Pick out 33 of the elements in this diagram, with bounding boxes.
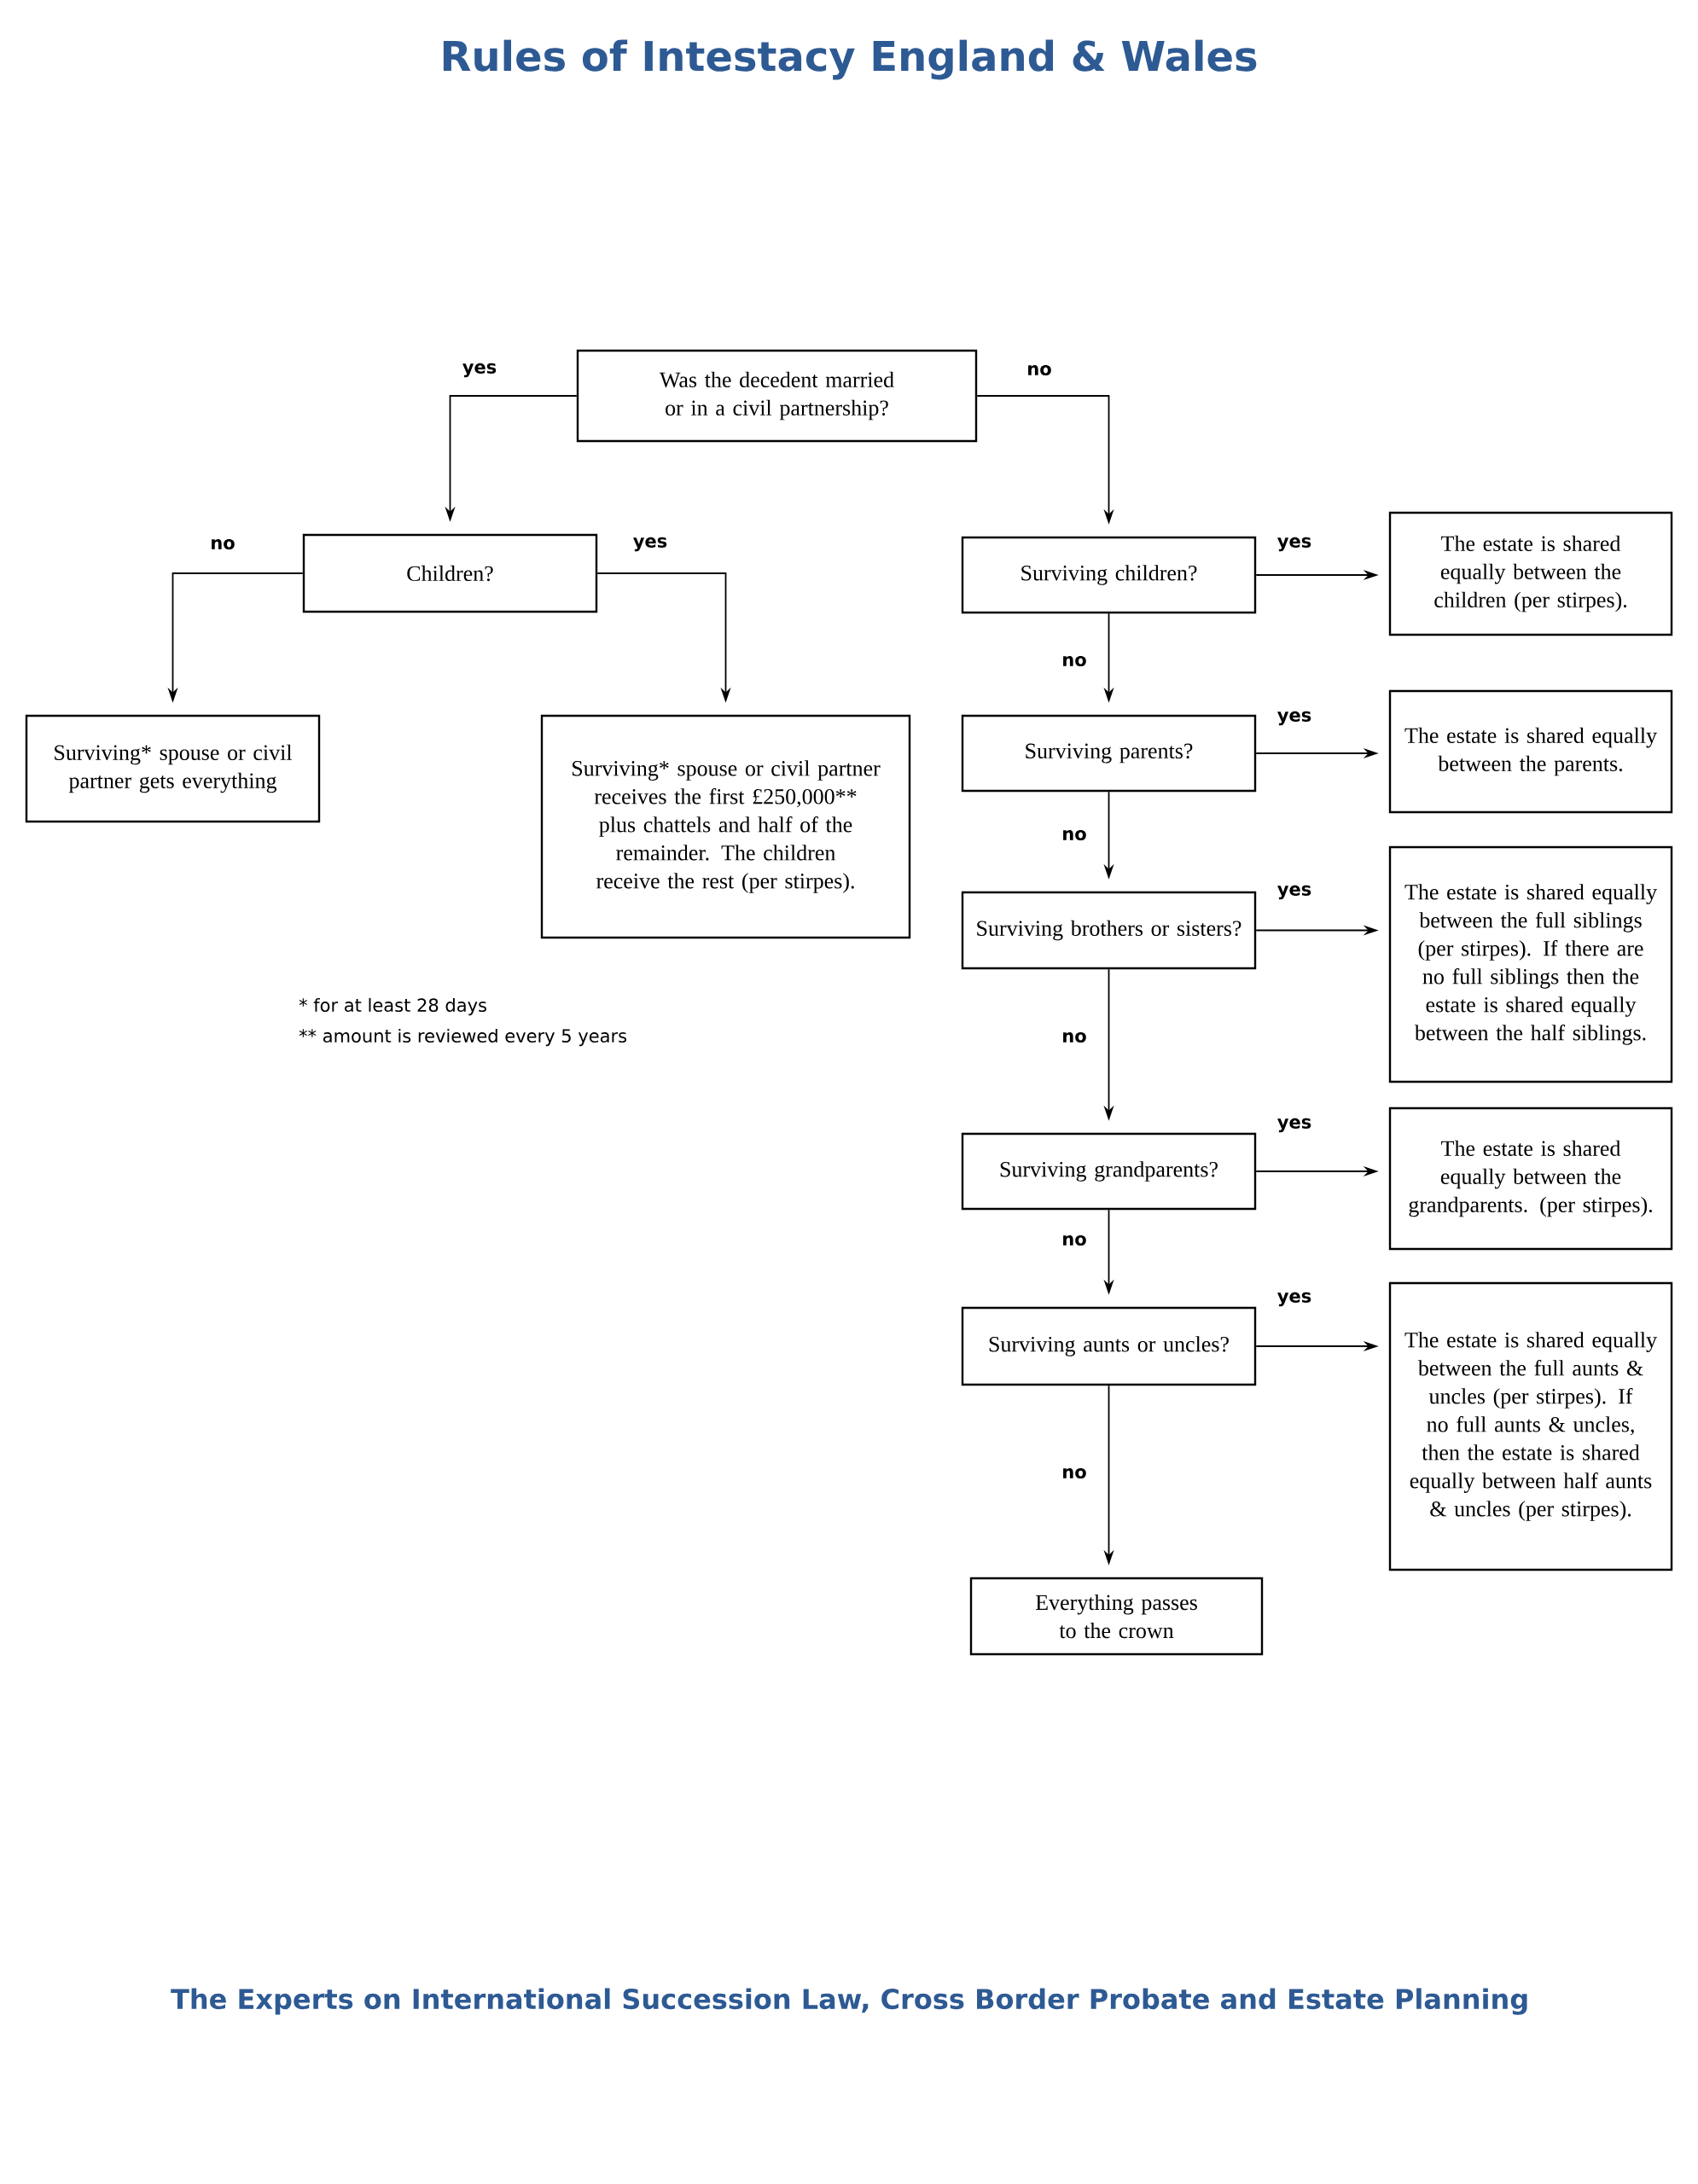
flow-box: The estate is shared equally between the full siblings (per stirpes). If there are no full siblings then the estate is shared equally between the half siblings. — [1388, 845, 1673, 1083]
flow-box: The estate is shared equally between the grandparents. (per stirpes). — [1388, 1107, 1673, 1251]
flow-box: Surviving children? — [961, 536, 1257, 614]
edge-label: yes — [1275, 883, 1314, 902]
flow-box: Surviving grandparents? — [961, 1132, 1257, 1211]
flow-box: The estate is shared equally between the children (per stirpes). — [1388, 511, 1673, 636]
edge-label: yes — [460, 361, 499, 380]
edge-label: yes — [1275, 535, 1314, 554]
flow-box: Children? — [302, 533, 598, 613]
edge-label: no — [1060, 828, 1089, 843]
flow-box: The estate is shared equally between the parents. — [1388, 689, 1673, 814]
footnote: * for at least 28 days — [299, 997, 486, 1016]
edge-label: no — [208, 537, 237, 552]
edge-label: no — [1060, 1467, 1089, 1481]
flow-box: Everything passes to the crown — [969, 1577, 1264, 1656]
flow-box: Surviving brothers or sisters? — [961, 891, 1257, 970]
footnote: ** amount is reviewed every 5 years — [299, 1028, 627, 1047]
title: Rules of Intestacy England & Wales — [443, 39, 1257, 80]
flow-box: Surviving aunts or uncles? — [961, 1306, 1257, 1386]
flow-box: Surviving* spouse or civil partner receives the first £250,000** plus chattels and half of the remainder. The children receive the rest (per stirpes). — [540, 714, 911, 939]
flow-box: Surviving* spouse or civil partner gets everything — [25, 714, 321, 823]
edge-label: no — [1060, 654, 1089, 669]
edge-label: no — [1060, 1031, 1089, 1045]
edge-label: no — [1060, 1234, 1089, 1248]
edge-label: yes — [631, 535, 670, 554]
edge-label: yes — [1275, 709, 1314, 728]
tagline: The Experts on International Succession Law, Cross Border Probate and Estate Planning — [171, 1988, 1527, 2015]
flow-box: Was the decedent married or in a civil partnership? — [576, 349, 978, 443]
edge-label: no — [1025, 363, 1054, 378]
flow-box: The estate is shared equally between the full aunts & uncles (per stirpes). If no full aunts & uncles, then the estate is shared equally between half aunts & uncles (per stirpes). — [1388, 1281, 1673, 1571]
edge-label: yes — [1275, 1116, 1314, 1135]
edge-label: yes — [1275, 1290, 1314, 1309]
flow-box: Surviving parents? — [961, 714, 1257, 793]
